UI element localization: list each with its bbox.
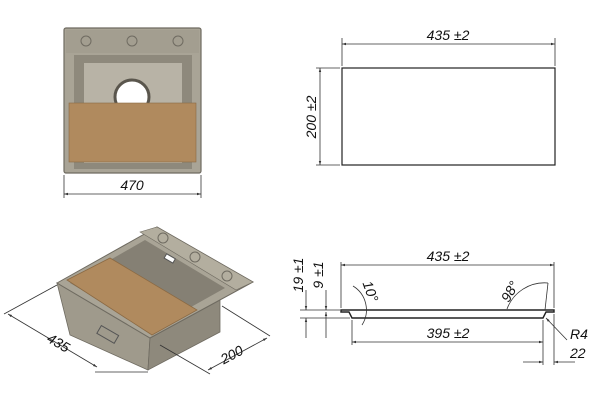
- board-profile-view: 435 ±2 395 ±2 19 ±1 9 ±1 10° 98° R4 22: [290, 248, 588, 365]
- width-dimension-label: 470: [120, 177, 144, 193]
- iso-length-label: 435: [44, 330, 72, 356]
- cutting-board: [68, 102, 197, 163]
- iso-cutting-board: [66, 257, 198, 336]
- step-thickness-label: 9 ±1: [310, 261, 326, 288]
- tap-hole-icon: [80, 35, 92, 47]
- radius-label: R4: [570, 326, 588, 342]
- board-width-label: 200 ±2: [303, 95, 319, 139]
- sink-isometric-view: 435 200: [3, 226, 271, 375]
- board-outline: [341, 67, 556, 166]
- profile-bottom-length-label: 395 ±2: [427, 325, 470, 341]
- sink-top-view: 470: [63, 27, 202, 198]
- board-plan-view: 435 ±2 200 ±2: [303, 27, 556, 166]
- total-thickness-label: 19 ±1: [290, 258, 306, 293]
- step-width-label: 22: [569, 345, 586, 361]
- tap-hole-icon: [126, 35, 138, 47]
- profile-top-length-label: 435 ±2: [427, 248, 470, 264]
- iso-width-label: 200: [217, 342, 246, 368]
- sink-deck: [66, 30, 199, 53]
- board-length-label: 435 ±2: [427, 27, 470, 43]
- tap-hole-icon: [172, 35, 184, 47]
- right-angle-label: 98°: [497, 278, 522, 305]
- left-angle-label: 10°: [360, 279, 382, 305]
